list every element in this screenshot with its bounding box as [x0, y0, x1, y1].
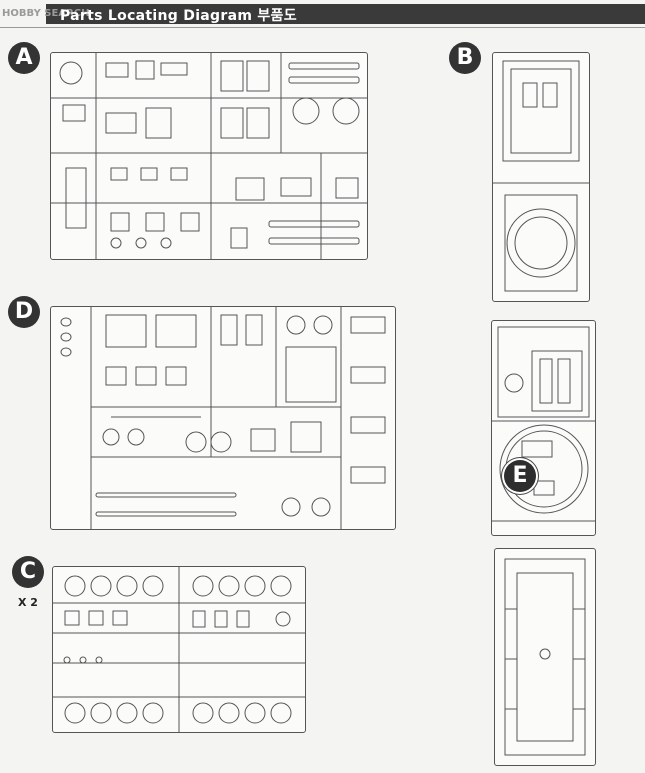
- sprue-c-multiplier: X 2: [18, 596, 38, 609]
- page-title: Parts Locating Diagram 부품도: [60, 8, 297, 24]
- sprue-a-parts: [51, 53, 367, 259]
- sprue-d-label: D: [8, 296, 40, 328]
- sprue-b-label: B: [449, 42, 481, 74]
- sprue-e-frame: [491, 320, 596, 536]
- hull-tub-frame: [494, 548, 596, 766]
- sprue-e-label: E: [504, 460, 536, 492]
- page-header: HOBBY SEARCH Parts Locating Diagram 부품도: [0, 0, 645, 28]
- header-rule: [0, 27, 645, 28]
- sprue-c-label: C: [12, 556, 44, 588]
- sprue-b-parts: [493, 60, 589, 292]
- sprue-e-parts: [492, 326, 595, 522]
- sprue-a-label: A: [8, 42, 40, 74]
- sprue-a-frame: [50, 52, 368, 260]
- watermark-text: HOBBY SEARCH: [2, 8, 90, 19]
- header-bar: [46, 4, 645, 24]
- sprue-d-parts: [60, 307, 386, 529]
- sprue-b-frame: [492, 52, 590, 302]
- sprue-c-frame: [52, 566, 306, 733]
- hull-tub-parts: [504, 558, 586, 756]
- sprue-d-frame: [50, 306, 396, 530]
- sprue-c-parts: [53, 567, 305, 732]
